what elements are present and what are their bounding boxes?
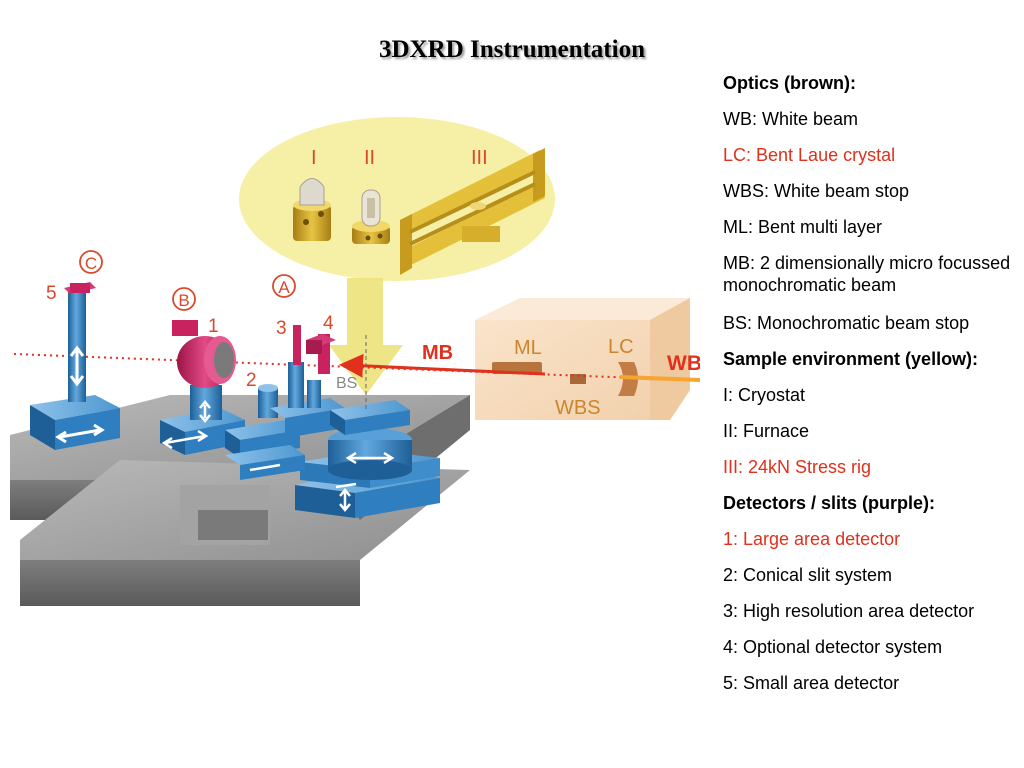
optics-label-ml: ML [514,337,542,359]
legend-item: 1: Large area detector [723,529,901,549]
legend-item: MB: 2 dimensionally micro focussed monoc… [723,253,1011,295]
legend-item: 4: Optional detector system [723,637,943,657]
legend-item: I: Cryostat [723,385,806,405]
legend-item: 5: Small area detector [723,673,900,693]
detector-3-high-resolution [270,325,345,438]
optics-label-wbs: WBS [555,397,601,419]
legend-item: Detectors / slits (purple): [723,493,936,513]
detector-4-optional [306,334,336,374]
furnace-icon [352,189,390,244]
legend-item: WBS: White beam stop [723,181,910,201]
label-2: 2 [246,370,257,391]
slide-title: 3DXRD Instrumentation [379,36,645,63]
optics-box [475,298,690,420]
label-4: 4 [323,313,334,334]
instrument-diagram: I II III [10,117,700,606]
legend-item: Optics (brown): [723,73,856,93]
stress-rig-icon [400,148,545,275]
env-label-i: I [311,147,317,169]
legend-item: 2: Conical slit system [723,565,893,585]
mono-beam [339,353,546,378]
legend-item: 3: High resolution area detector [723,601,975,621]
legend-item: ML: Bent multi layer [723,217,883,237]
optics-label-bs: BS [336,375,357,392]
optics-label-mb: MB [422,342,453,364]
label-5: 5 [46,283,57,304]
label-c-circle: C [79,250,103,274]
cryostat-icon [293,178,331,241]
legend-item: BS: Monochromatic beam stop [723,313,970,333]
svg-text:C: C [85,254,97,273]
label-a-circle: A [272,274,296,298]
detector-1-large-area [160,320,245,455]
translation-stages [161,429,305,480]
optics-label-lc: LC [608,336,634,358]
label-b-circle: B [172,287,196,311]
optics-label-wb: WB [667,352,700,375]
legend-item: Sample environment (yellow): [723,349,979,369]
legend-item: LC: Bent Laue crystal [723,145,896,165]
detector-5-small-area [30,282,120,450]
sample-stage [295,400,440,518]
granite-floor [10,395,470,606]
label-3: 3 [276,318,287,339]
legend-item: II: Furnace [723,421,810,441]
env-label-ii: II [364,147,375,169]
env-label-iii: III [471,147,488,169]
svg-text:B: B [178,291,189,310]
svg-text:A: A [278,278,290,297]
white-beam [619,375,700,382]
legend-item: III: 24kN Stress rig [723,457,872,477]
legend-item: WB: White beam [723,109,859,129]
label-1: 1 [208,316,219,337]
